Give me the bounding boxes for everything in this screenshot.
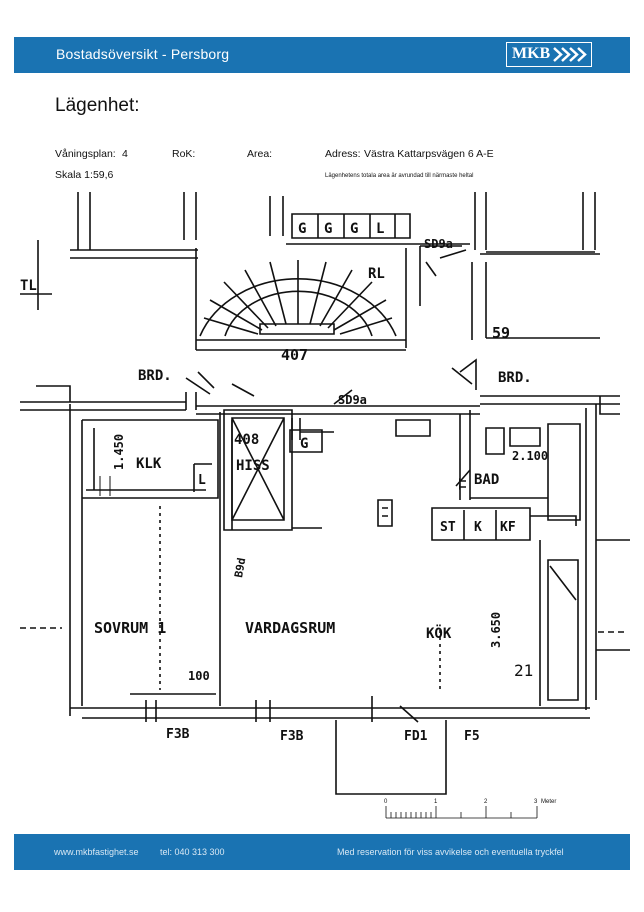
cabinet-kf: KF (500, 520, 516, 535)
label-f3b-left: F3B (166, 727, 190, 742)
label-sd9a-mid: SD9a (338, 393, 367, 407)
locker-g1: G (298, 221, 306, 237)
label-b9d: B9d (232, 557, 248, 579)
address-value: Västra Kattarpsvägen 6 A-E (364, 148, 494, 160)
locker-g3: G (350, 221, 358, 237)
room-klk: KLK (136, 456, 162, 472)
label-tt: TT (458, 478, 469, 490)
label-brd-right: BRD. (498, 370, 532, 386)
rok-label: RoK: (172, 148, 196, 160)
scale-tick-0: 0 (384, 799, 388, 805)
label-sd9a-top: SD9a (424, 237, 453, 251)
label-f3b-mid: F3B (280, 729, 304, 744)
address-label: Adress: (325, 148, 361, 160)
footer-website: www.mkbfastighet.se (54, 847, 139, 857)
mkb-logo: MKB (506, 42, 592, 67)
dim-3650: 3.650 (489, 612, 503, 648)
cabinet-st: ST (440, 520, 456, 535)
locker-l-klk: L (198, 473, 206, 488)
locker-l: L (376, 221, 384, 237)
label-tl: TL (20, 278, 37, 294)
room-hiss: HISS (236, 458, 270, 474)
label-408: 408 (234, 432, 259, 448)
label-21: 21 (514, 661, 533, 680)
floor-value: 4 (122, 148, 128, 160)
scale-tick-1: 1 (434, 799, 438, 805)
room-vardagsrum: VARDAGSRUM (245, 619, 335, 637)
apartment-heading: Lägenhet: (55, 95, 140, 116)
page-title: Bostadsöversikt - Persborg (56, 46, 230, 62)
room-sovrum: SOVRUM 1 (94, 619, 166, 637)
label-407: 407 (281, 346, 308, 364)
area-label: Area: (247, 148, 273, 160)
room-bad: BAD (474, 472, 499, 488)
label-fd1: FD1 (404, 729, 428, 744)
cabinet-k: K (474, 520, 482, 535)
header-bar: Bostadsöversikt - Persborg MKB (14, 37, 630, 73)
label-f5: F5 (464, 729, 480, 744)
logo-arrows-icon (553, 47, 587, 62)
dim-100: 100 (188, 669, 210, 683)
scale-tick-3: 3 (534, 799, 538, 805)
locker-g2: G (324, 221, 332, 237)
footer-phone: tel: 040 313 300 (160, 847, 225, 857)
dim-1450: 1.450 (112, 434, 126, 470)
room-kok: KÖK (426, 624, 452, 642)
floor-plan: SOVRUM 1 VARDAGSRUM KÖK KLK HISS BAD ST … (20, 192, 630, 819)
scale-tick-2: 2 (484, 799, 488, 805)
footer-bar: www.mkbfastighet.se tel: 040 313 300 Med… (14, 834, 630, 870)
scale-unit: Meter (541, 799, 556, 805)
locker-g-mid: G (300, 436, 308, 452)
footer-disclaimer: Med reservation för viss avvikelse och e… (337, 847, 564, 857)
area-note: Lägenhetens totala area är avrundad till… (325, 173, 474, 179)
logo-text: MKB (512, 45, 551, 62)
scale-label: Skala 1:59,6 (55, 169, 114, 181)
dim-2100: 2.100 (512, 449, 548, 463)
label-brd-left: BRD. (138, 368, 172, 384)
label-rl: RL (368, 266, 385, 282)
floor-label: Våningsplan: (55, 148, 116, 160)
scale-bar: 0 1 2 3 Meter (384, 799, 556, 819)
label-59: 59 (492, 324, 510, 342)
